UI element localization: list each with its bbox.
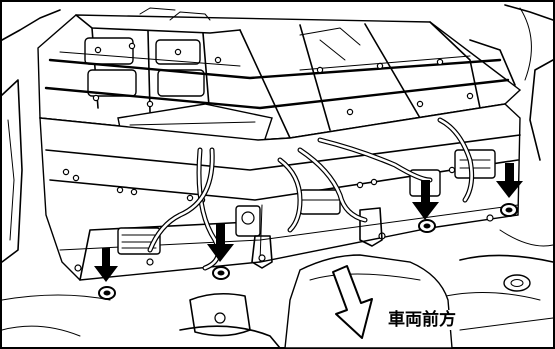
nut-1 [98, 286, 116, 300]
down-arrow-2 [207, 224, 234, 262]
wiring-harness [147, 117, 475, 271]
down-arrow-3 [412, 180, 439, 220]
down-arrow-4 [496, 163, 523, 198]
vehicle-front-label: 車両前方 [386, 310, 458, 330]
nut-callouts [94, 163, 523, 300]
body-grommet [503, 274, 531, 292]
nut-4 [500, 203, 518, 217]
lower-cover [189, 254, 453, 349]
down-arrow-1 [94, 248, 118, 282]
nut-3 [418, 219, 436, 233]
nut-2 [212, 266, 230, 280]
vehicle-front-arrow [332, 265, 373, 339]
